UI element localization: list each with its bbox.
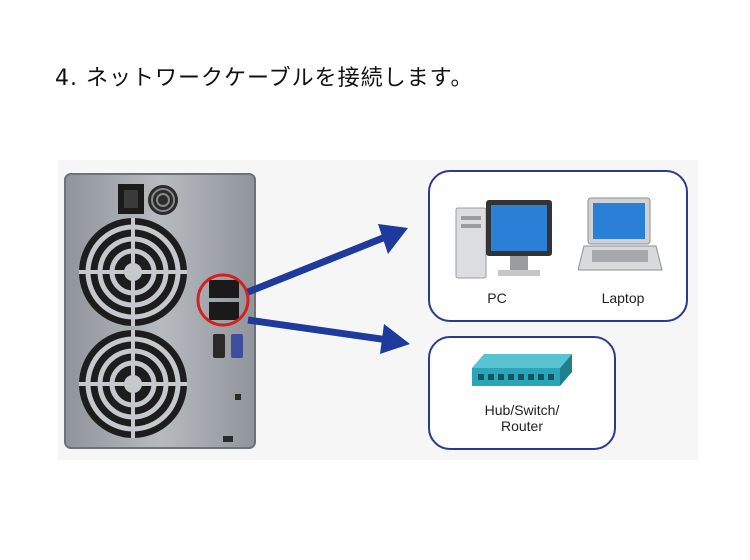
- computers-box: PC Laptop: [428, 170, 688, 322]
- network-device-box: Hub/Switch/ Router: [428, 336, 616, 450]
- nas-back-panel: [64, 173, 256, 449]
- hub-label-line2: Router: [500, 418, 544, 434]
- laptop-icon: [578, 197, 663, 271]
- power-socket-icon: [118, 184, 144, 214]
- arrow-icon: [246, 224, 410, 354]
- fan-icon: [79, 330, 187, 438]
- hub-label-line1: Hub/Switch/: [484, 402, 560, 418]
- port-highlight-circle: [196, 273, 250, 327]
- fan-icon: [148, 185, 178, 215]
- step-heading: 4. ネットワークケーブルを接続します。: [55, 66, 474, 91]
- fan-icon: [79, 218, 187, 326]
- connection-diagram: PC Laptop Hub/Switch/ Router: [58, 160, 698, 460]
- lan-port-icon: [209, 280, 239, 320]
- pc-label: PC: [487, 290, 507, 306]
- laptop-label: Laptop: [601, 290, 645, 306]
- pc-icon: [455, 200, 552, 279]
- hub-icon: [472, 354, 572, 386]
